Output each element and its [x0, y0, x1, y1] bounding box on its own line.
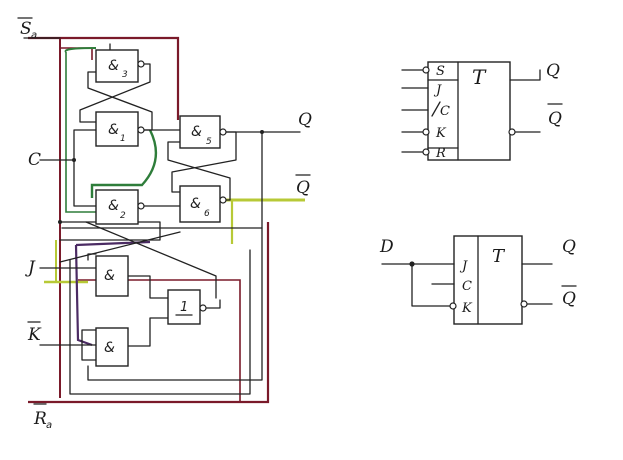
sa-text: S	[20, 19, 32, 39]
pin-c: C	[440, 104, 450, 119]
j-input-label: J	[25, 258, 36, 278]
gate-2-symbol: &	[108, 198, 119, 214]
block-name: T	[472, 65, 487, 89]
ra-text: R	[33, 409, 47, 429]
black-wires	[23, 37, 301, 395]
q-bar-output-label: Q	[295, 174, 311, 198]
d-flip-flop-symbol: D J C K T Q Q	[379, 235, 577, 325]
d-pin-c: C	[462, 279, 472, 294]
ra-label: R a	[33, 403, 52, 431]
sa-label: S a	[17, 17, 37, 41]
gate-6-symbol: &	[190, 196, 201, 212]
q-output-label: Q	[298, 110, 312, 130]
or-gate: 1	[167, 289, 207, 325]
gate-3-symbol: &	[108, 58, 119, 74]
gate-5: & 5	[179, 115, 227, 149]
or-gate-symbol: 1	[180, 300, 188, 315]
pin-r: R	[435, 146, 446, 161]
jk-flip-flop-symbol: S J C K R T Q Q	[401, 61, 563, 161]
c-input-label: C	[28, 150, 41, 170]
pin-j: J	[433, 83, 442, 98]
and-gate-k: &	[95, 327, 129, 367]
k-bar-label: K	[27, 321, 42, 345]
d-q-output: Q	[562, 237, 576, 257]
q-bar-output: Q	[548, 109, 562, 129]
gate-2: & 2	[95, 189, 145, 225]
pin-s: S	[436, 64, 445, 79]
gate-5-symbol: &	[191, 124, 202, 140]
ra-subscript: a	[46, 420, 52, 431]
gate-3-number: 3	[122, 70, 128, 80]
d-input-label: D	[379, 237, 394, 257]
gate-3: & 3	[95, 49, 145, 83]
gate-1: & 1	[95, 111, 145, 147]
gate-5-number: 5	[206, 137, 212, 147]
q-bar-text: Q	[296, 178, 310, 198]
d-pin-j: J	[459, 259, 468, 274]
and-gate-k-symbol: &	[104, 340, 115, 356]
sa-subscript: a	[31, 30, 37, 41]
k-text: K	[27, 325, 42, 345]
jk-flip-flop-schematic: & 3 & 1 & 2 & 5 & 6 &	[17, 17, 312, 431]
d-q-bar-output: Q	[562, 289, 576, 309]
highlight-wires	[28, 36, 305, 404]
gate-2-number: 2	[120, 211, 126, 221]
gate-6: & 6	[179, 185, 227, 223]
d-block-name: T	[492, 246, 506, 267]
gate-6-number: 6	[204, 209, 210, 219]
gate-1-number: 1	[120, 134, 126, 144]
q-output: Q	[546, 61, 560, 81]
d-pin-k: K	[461, 301, 473, 316]
and-gate-j: &	[95, 255, 129, 297]
gate-1-symbol: &	[108, 122, 119, 138]
pin-k: K	[435, 126, 447, 141]
and-gate-j-symbol: &	[104, 268, 115, 284]
